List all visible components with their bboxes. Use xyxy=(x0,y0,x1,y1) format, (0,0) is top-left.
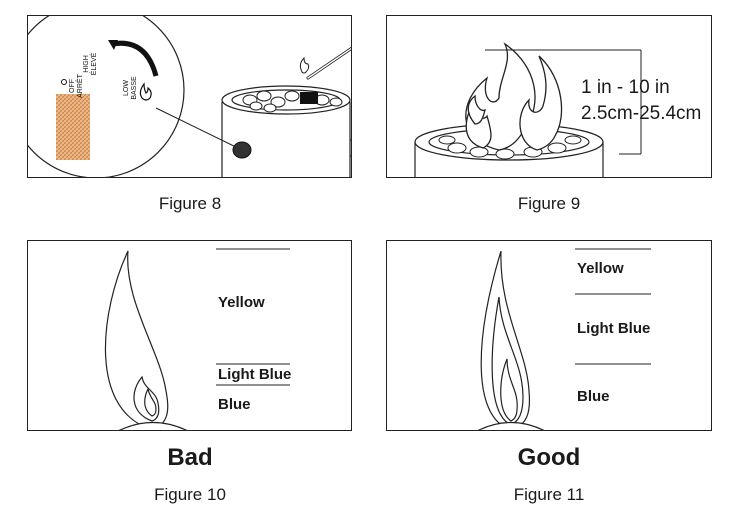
warning-sticker xyxy=(56,94,90,160)
figure-8-panel: HIGH ÉLEVÉ OFF ARRÊT LOW BASSE xyxy=(27,15,352,178)
flame-inner-blue xyxy=(144,387,157,417)
figure-11-verdict: Good xyxy=(517,444,581,471)
dial-pointer xyxy=(108,40,118,50)
figure-9-illustration xyxy=(414,42,642,177)
zone-label-blue: Blue xyxy=(218,396,251,413)
figure-11-caption: Figure 11 xyxy=(513,485,585,504)
zone-label-light-blue: Light Blue xyxy=(218,366,292,383)
zone-label-yellow: Yellow xyxy=(218,294,265,311)
zone-label-yellow: Yellow xyxy=(577,260,624,277)
figure-9-panel: 1 in - 10 in 2.5cm-25.4cm xyxy=(386,15,712,178)
dial-off-fr-label: ARRÊT xyxy=(75,73,84,97)
burner-top xyxy=(477,422,545,430)
dial-high-fr-label: ÉLEVÉ xyxy=(89,52,98,75)
figure-8-illustration: HIGH ÉLEVÉ OFF ARRÊT LOW BASSE xyxy=(28,16,351,177)
pebbles xyxy=(242,90,343,113)
zoom-circle xyxy=(28,16,185,177)
flame-inner-blue xyxy=(500,358,518,422)
flame-icon xyxy=(465,42,563,151)
burner-grate xyxy=(300,92,318,104)
pebbles xyxy=(438,135,582,160)
figure-9-caption: Figure 9 xyxy=(517,194,581,213)
match-flame-icon xyxy=(299,56,310,74)
dial-off-label: OFF xyxy=(69,79,76,93)
burner-top xyxy=(118,422,188,430)
dial-low-label: LOW xyxy=(123,80,130,96)
figure-10-illustration xyxy=(104,248,290,430)
zone-label-blue: Blue xyxy=(577,388,610,405)
height-cm-label: 2.5cm-25.4cm xyxy=(581,103,702,124)
figure-11-panel: Yellow Light Blue Blue xyxy=(386,240,712,431)
dial-flame-icon xyxy=(139,82,152,101)
dial-low-fr-label: BASSE xyxy=(131,76,138,100)
zone-label-light-blue: Light Blue xyxy=(577,320,651,337)
leader-line xyxy=(155,107,243,151)
figure-10-verdict: Bad xyxy=(167,444,213,471)
dial-arc xyxy=(111,40,159,77)
figure-11-illustration xyxy=(477,248,651,430)
dial-high-label: HIGH xyxy=(83,55,90,73)
figure-10-caption: Figure 10 xyxy=(154,485,226,504)
figure-8-caption: Figure 8 xyxy=(158,194,222,213)
figure-10-panel: Yellow Light Blue Blue xyxy=(27,240,352,431)
flame-outer-yellow xyxy=(104,250,169,430)
control-knob xyxy=(232,141,252,159)
height-inches-label: 1 in - 10 in xyxy=(581,77,670,98)
